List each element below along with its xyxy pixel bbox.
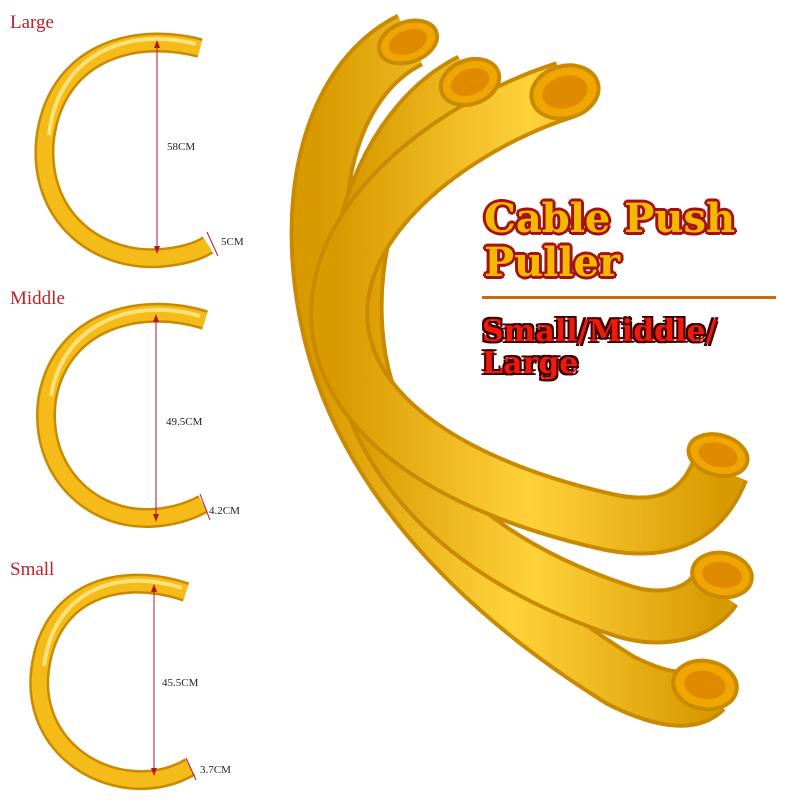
small-pipe: [29, 573, 197, 791]
length-label-large: 58CM: [167, 141, 196, 153]
length-label-small: 45.5CM: [162, 677, 199, 689]
subtitle-line-1: Small/Middle/: [482, 314, 717, 349]
diameter-label-large: 5CM: [221, 236, 244, 248]
title-line-1: Cable Push: [484, 195, 736, 242]
diameter-label-small: 3.7CM: [200, 764, 231, 776]
size-label-large: Large: [10, 12, 54, 33]
middle-pipe: [36, 302, 211, 529]
length-label-middle: 49.5CM: [166, 416, 203, 428]
size-label-middle: Middle: [10, 288, 65, 309]
size-label-small: Small: [10, 559, 55, 580]
large-pipe: [34, 32, 219, 269]
title-line-2: Puller: [484, 239, 621, 286]
diameter-label-middle: 4.2CM: [209, 505, 240, 517]
title-divider: [482, 296, 776, 299]
subtitle-line-2: Large: [482, 346, 579, 381]
stacked-pipes: [289, 14, 754, 728]
